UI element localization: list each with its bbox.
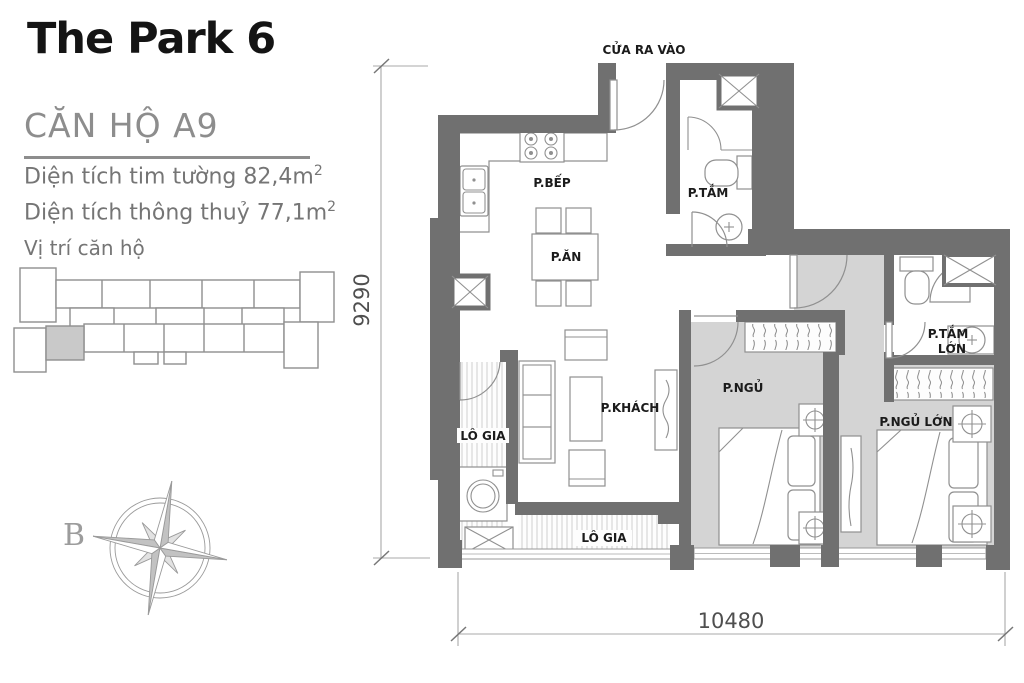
building-block	[55, 279, 301, 309]
room-labels: CỬA RA VÀO P.BẾP P.ĂN P.TẮM P.KHÁCH P.NG…	[457, 41, 968, 546]
location-label: Vị trí căn hộ	[24, 236, 145, 260]
kitchen-sink	[459, 165, 489, 217]
width-dimension: 10480	[698, 609, 765, 633]
area-line-2: Diện tích thông thuỷ 77,1m2	[24, 199, 337, 226]
shafts	[449, 71, 998, 311]
sup-2: 2	[313, 163, 323, 179]
loggia-left-label: LÔ GIA	[460, 428, 506, 443]
living-furniture	[518, 329, 678, 487]
toilet-bowl	[904, 270, 930, 305]
height-dimension: 9290	[350, 273, 374, 326]
dining-label: P.ĂN	[551, 249, 581, 264]
building-block	[283, 321, 319, 369]
armchair	[564, 329, 608, 361]
blanket-fold	[752, 429, 783, 545]
building-block	[13, 327, 47, 373]
area-line-1: Diện tích tim tường 82,4m2	[24, 163, 323, 190]
entrance-label: CỬA RA VÀO	[603, 41, 686, 57]
coffee-table	[569, 376, 603, 442]
master-bedroom-label: P.NGỦ LỚN	[879, 413, 952, 429]
loggia-furniture	[458, 466, 514, 554]
living-label: P.KHÁCH	[601, 400, 660, 415]
dining-chair	[565, 207, 592, 234]
building-block	[163, 351, 187, 365]
compass-rose: B	[63, 480, 228, 616]
bathroom-inner-door-arc	[687, 116, 722, 151]
building-position-map	[13, 267, 335, 373]
loggia-bottom-label: LÔ GIA	[581, 530, 627, 545]
bathroom-furniture	[687, 116, 753, 241]
building-block	[83, 323, 285, 353]
master-bath-label-1: P.TẮM	[928, 325, 969, 341]
toilet-tank	[899, 256, 934, 272]
sup-2: 2	[327, 199, 337, 216]
corridor-door-leaf	[789, 254, 798, 309]
unit-title-block: CĂN HỘ A9	[24, 106, 310, 159]
entrance-door-arc	[613, 79, 665, 131]
master-bath-door-arc	[888, 321, 926, 359]
highlighted-unit-a9	[45, 325, 85, 361]
tv-console	[654, 369, 678, 451]
toilet-bowl	[704, 159, 739, 187]
sofa	[518, 360, 556, 464]
project-title: The Park 6	[27, 14, 276, 64]
dining-chair	[565, 280, 592, 307]
washing-machine	[458, 466, 508, 522]
dining-table	[531, 233, 599, 281]
entrance-door-leaf	[609, 79, 618, 131]
bedroom-label: P.NGỦ	[723, 379, 764, 395]
unit-title: CĂN HỘ A9	[24, 106, 219, 145]
building-block	[299, 271, 335, 323]
dining-chair	[535, 280, 562, 307]
doors	[459, 79, 926, 401]
master-bath-door-leaf	[885, 321, 893, 359]
armchair	[568, 449, 606, 487]
tv-decor	[662, 379, 670, 439]
pillow	[948, 437, 979, 489]
bathroom-label: P.TẮM	[688, 184, 729, 200]
building-block	[133, 351, 159, 365]
master-bath-label-2: LỚN	[938, 341, 966, 356]
dimensions	[373, 58, 1014, 646]
area-info: Diện tích tim tường 82,4m2 Diện tích thô…	[24, 156, 336, 229]
bathroom-door-arc	[691, 211, 728, 248]
window-pillars	[438, 540, 1010, 570]
building-block	[19, 267, 57, 323]
dining-furniture	[531, 207, 599, 307]
dining-chair	[535, 207, 562, 234]
kitchen-furniture	[457, 129, 608, 233]
compass-north-label: B	[63, 518, 85, 553]
bedroom-furniture	[718, 321, 837, 546]
master-bedroom-furniture	[840, 367, 994, 546]
loggia-door-arc	[459, 361, 501, 401]
kitchen-label: P.BẾP	[533, 174, 570, 190]
windows	[457, 547, 987, 560]
toilet-tank	[736, 155, 753, 190]
walls	[430, 63, 1010, 570]
blanket-fold	[911, 431, 941, 544]
bedroom-door-arc	[693, 321, 739, 367]
pillow	[787, 435, 816, 487]
corridor-door-arc	[793, 254, 848, 309]
